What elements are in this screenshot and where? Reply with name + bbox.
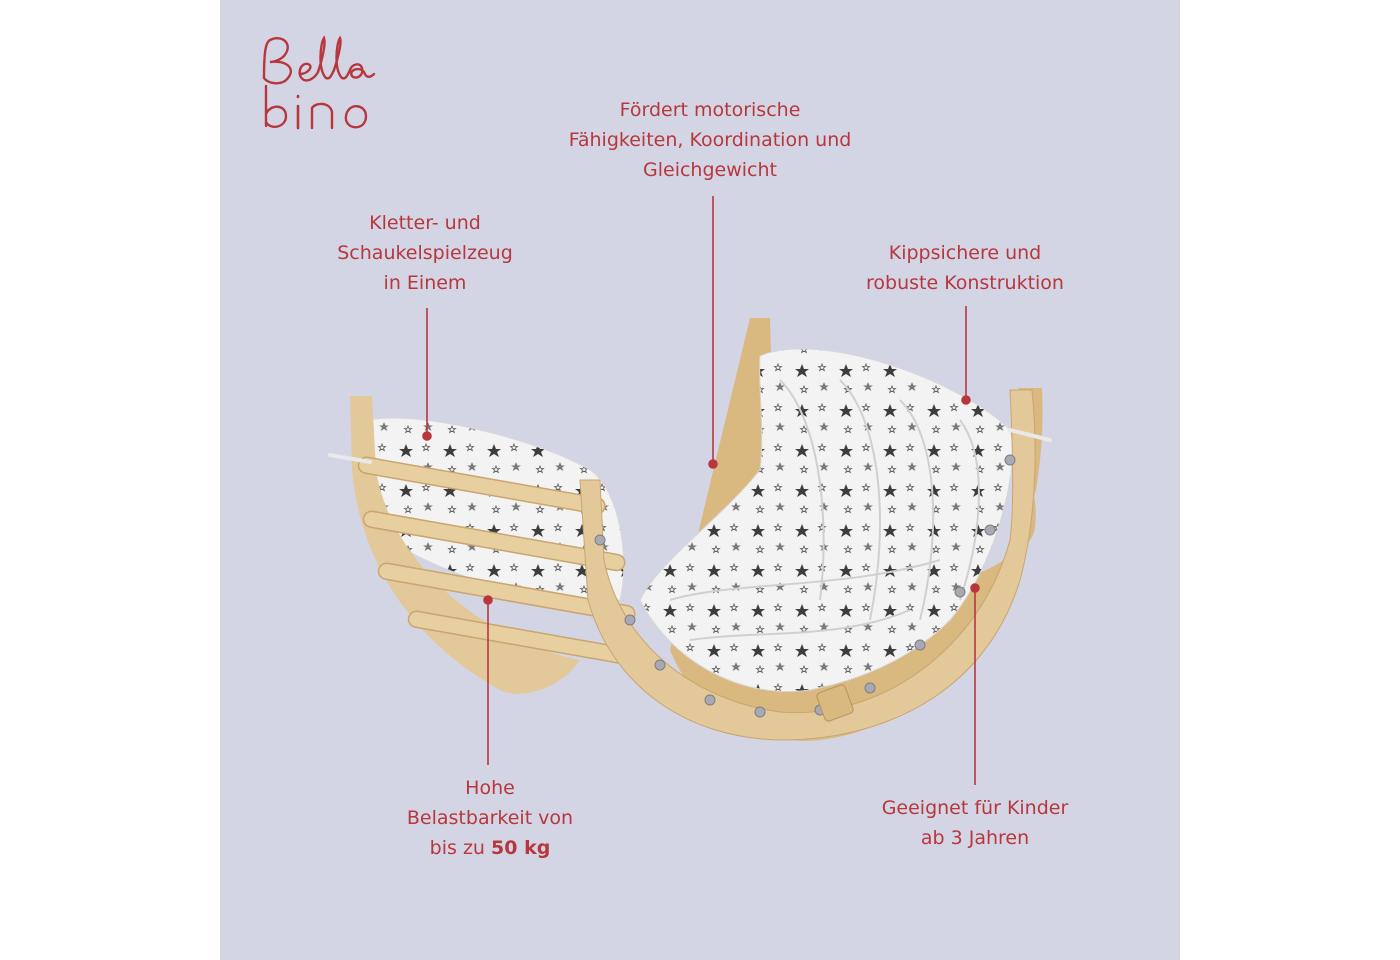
callout-safe-line2: robuste Konstruktion <box>866 272 1064 294</box>
climbing-arch-illustration <box>328 318 1052 741</box>
callout-age-suitability: Geeignet für Kinder ab 3 Jahren <box>830 793 1120 853</box>
callout-motor-skills: Fördert motorische Fähigkeiten, Koordina… <box>520 95 900 185</box>
brand-logo <box>256 30 416 140</box>
marker-dot-age <box>970 583 980 593</box>
callout-climb-line2: Schaukelspielzeug <box>337 242 513 264</box>
marker-dot-safe <box>961 395 971 405</box>
bellabino-logo <box>262 35 376 130</box>
callout-age-line2: ab 3 Jahren <box>920 827 1030 849</box>
marker-dot-climb <box>422 431 432 441</box>
callout-load-line3: bis zu 50 kg <box>380 833 600 863</box>
callout-load-capacity: Hohe Belastbarkeit von bis zu 50 kg <box>380 773 600 863</box>
callout-motor-line3: Gleichgewicht <box>643 159 777 181</box>
callout-tip-safe: Kippsichere und robuste Konstruktion <box>820 238 1110 298</box>
callout-motor-line2: Fähigkeiten, Koordination und <box>568 129 852 151</box>
callout-climb-line3: in Einem <box>383 272 467 294</box>
callout-safe-line1: Kippsichere und <box>888 242 1042 264</box>
product-panel: Fördert motorische Fähigkeiten, Koordina… <box>220 0 1180 960</box>
callout-load-line1: Hohe <box>465 777 515 799</box>
callout-load-line2: Belastbarkeit von <box>406 807 574 829</box>
callout-age-line1: Geeignet für Kinder <box>881 797 1069 819</box>
callout-load-prefix: bis zu <box>429 837 492 859</box>
marker-dot-motor <box>708 459 718 469</box>
marker-dot-load <box>483 595 493 605</box>
callout-climb-line1: Kletter- und <box>369 212 481 234</box>
callout-climb-swing: Kletter- und Schaukelspielzeug in Einem <box>310 208 540 298</box>
callout-motor-line1: Fördert motorische <box>619 99 801 121</box>
leader-lines <box>422 196 980 785</box>
callout-load-weight: 50 kg <box>491 837 551 859</box>
